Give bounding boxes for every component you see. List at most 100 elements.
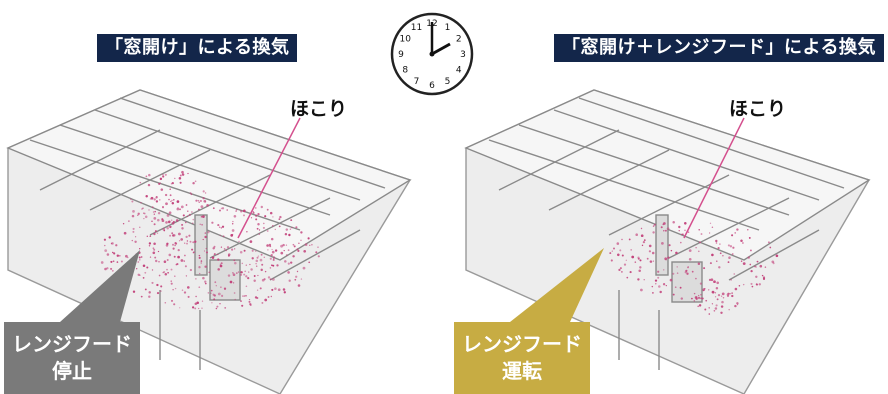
dust-particle (729, 245, 733, 248)
dust-particle (151, 269, 154, 271)
dust-particle (713, 280, 716, 284)
dust-particle (160, 285, 163, 288)
dust-particle (243, 249, 246, 252)
dust-particle (185, 221, 187, 224)
dust-particle (302, 266, 306, 270)
dust-particle (625, 259, 627, 261)
dust-particle (674, 286, 677, 289)
dust-particle (245, 285, 248, 288)
dust-particle (609, 252, 612, 255)
dust-particle (662, 269, 665, 271)
dust-particle (756, 260, 759, 263)
dust-particle (720, 295, 723, 297)
dust-particle (175, 263, 178, 266)
dust-particle (113, 252, 115, 254)
dust-particle (736, 302, 739, 305)
dust-particle (144, 215, 148, 219)
dust-particle (287, 271, 290, 274)
dust-particle (641, 244, 644, 247)
dust-particle (279, 215, 282, 219)
dust-particle (180, 259, 184, 262)
dust-particle (742, 262, 746, 265)
dust-particle (628, 238, 631, 241)
dust-particle (216, 305, 219, 308)
dust-particle (189, 240, 192, 243)
dust-particle (153, 213, 155, 215)
dust-particle (176, 207, 180, 211)
dust-particle (236, 209, 238, 211)
dust-particle (295, 226, 298, 229)
dust-particle (146, 266, 149, 269)
dust-particle (303, 249, 307, 253)
dust-particle (175, 219, 179, 222)
dust-particle (241, 262, 244, 265)
dust-particle (249, 263, 251, 266)
dust-particle (170, 282, 173, 285)
dust-particle (157, 211, 161, 215)
dust-particle (276, 264, 279, 267)
dust-particle (657, 276, 660, 279)
dust-particle (152, 211, 155, 213)
dust-particle (211, 256, 215, 259)
dust-particle (199, 272, 201, 275)
dust-particle (284, 232, 288, 236)
dust-particle (619, 249, 622, 252)
dust-particle (171, 199, 173, 202)
dust-particle (152, 251, 156, 255)
dust-particle (219, 209, 221, 212)
dust-particle (680, 241, 682, 244)
dust-particle (173, 199, 175, 201)
dust-particle (637, 257, 640, 260)
dust-particle (140, 202, 142, 204)
dust-particle (664, 229, 667, 232)
dust-particle (198, 208, 200, 211)
dust-particle (180, 205, 184, 209)
dust-particle (661, 242, 664, 245)
dust-particle (166, 242, 169, 245)
dust-particle (705, 299, 708, 302)
dust-particle (652, 260, 655, 262)
dust-particle (711, 303, 714, 305)
dust-particle (255, 207, 257, 209)
dust-particle (317, 255, 320, 258)
dust-particle (666, 227, 670, 231)
dust-particle (754, 265, 756, 268)
dust-particle (731, 234, 734, 237)
dust-particle (285, 228, 289, 231)
dust-particle (154, 210, 156, 213)
dust-particle (260, 253, 263, 256)
dust-particle (245, 264, 248, 266)
dust-particle (311, 243, 313, 246)
dust-particle (264, 270, 267, 273)
dust-particle (175, 242, 178, 245)
dust-particle (655, 283, 657, 285)
dust-particle (291, 227, 293, 229)
dust-particle (134, 240, 137, 244)
dust-particle (154, 259, 158, 263)
dust-particle (179, 307, 181, 309)
dust-particle (194, 240, 197, 243)
dust-particle (110, 260, 113, 263)
dust-particle (709, 262, 712, 265)
dust-particle (220, 262, 223, 265)
dust-particle (205, 247, 207, 250)
dust-particle (157, 250, 160, 253)
dust-particle (672, 220, 675, 224)
dust-particle (233, 292, 236, 294)
clock-numeral: 8 (402, 66, 408, 76)
dust-particle (198, 254, 201, 257)
dust-particle (172, 243, 174, 246)
dust-particle (256, 289, 259, 291)
dust-particle (171, 219, 173, 221)
dust-particle (294, 278, 297, 281)
dust-particle (244, 270, 247, 273)
dust-particle (204, 192, 207, 194)
dust-particle (290, 219, 293, 222)
dust-particle (139, 181, 142, 184)
dust-particle (116, 254, 120, 257)
dust-particle (704, 288, 706, 290)
dust-particle (621, 271, 623, 273)
dust-particle (719, 243, 721, 245)
dust-particle (230, 234, 234, 237)
dust-particle (271, 288, 274, 291)
